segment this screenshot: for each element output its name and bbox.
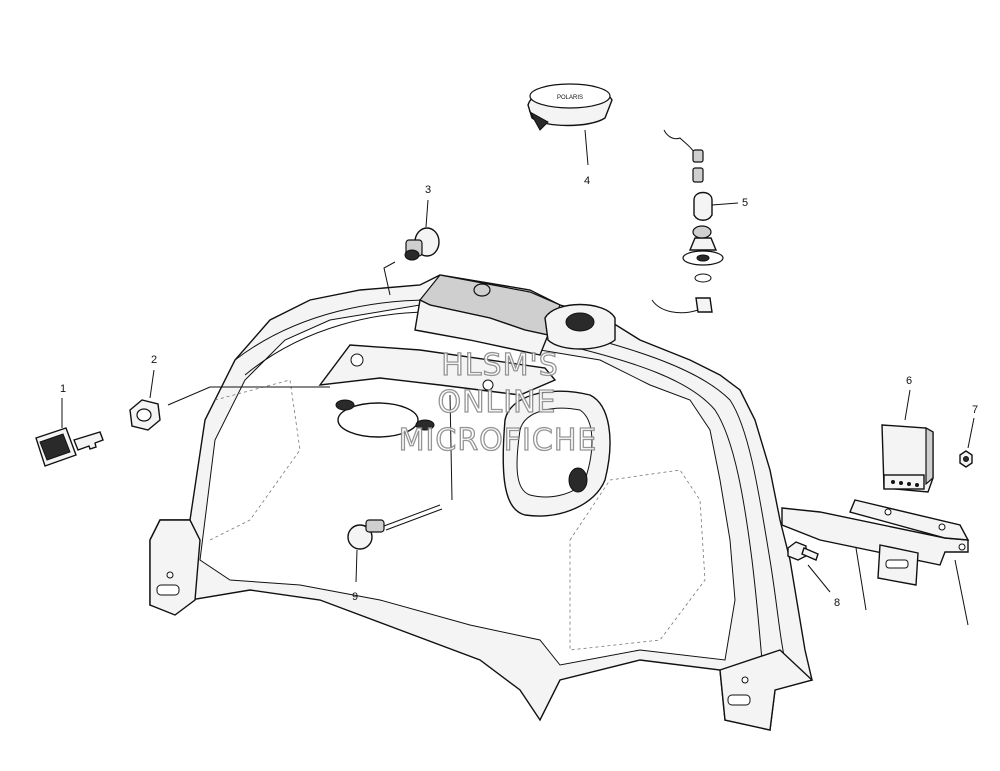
grommet-icon bbox=[404, 227, 440, 261]
callout-6: 6 bbox=[906, 375, 912, 387]
callout-9: 9 bbox=[352, 591, 358, 603]
hex-nut-icon bbox=[129, 399, 161, 431]
cap-brand-text: POLARIS bbox=[557, 95, 583, 101]
callout-4: 4 bbox=[584, 175, 590, 187]
polaris-cap-icon: POLARIS bbox=[527, 83, 613, 131]
watermark-line-2: ONLINE bbox=[437, 385, 556, 420]
watermark: HLSM'S ONLINE MICROFICHE bbox=[398, 347, 598, 458]
hood-body-panel bbox=[149, 274, 814, 731]
callout-7: 7 bbox=[972, 404, 978, 416]
bolt-icon bbox=[787, 541, 819, 561]
watermark-line-3: MICROFICHE bbox=[399, 423, 598, 458]
callout-3: 3 bbox=[425, 184, 431, 196]
callout-8: 8 bbox=[834, 597, 840, 609]
small-nut-icon bbox=[959, 450, 973, 468]
callout-1: 1 bbox=[60, 383, 66, 395]
ignition-key-icon bbox=[35, 427, 104, 467]
plunger-assembly-icon bbox=[651, 129, 724, 314]
callout-5: 5 bbox=[742, 197, 748, 209]
mounting-bracket-icon bbox=[781, 499, 970, 586]
choke-plunger-icon bbox=[347, 394, 453, 550]
watermark-line-1: HLSM'S bbox=[441, 348, 559, 383]
callout-2: 2 bbox=[151, 354, 157, 366]
module-box-icon bbox=[881, 424, 934, 493]
